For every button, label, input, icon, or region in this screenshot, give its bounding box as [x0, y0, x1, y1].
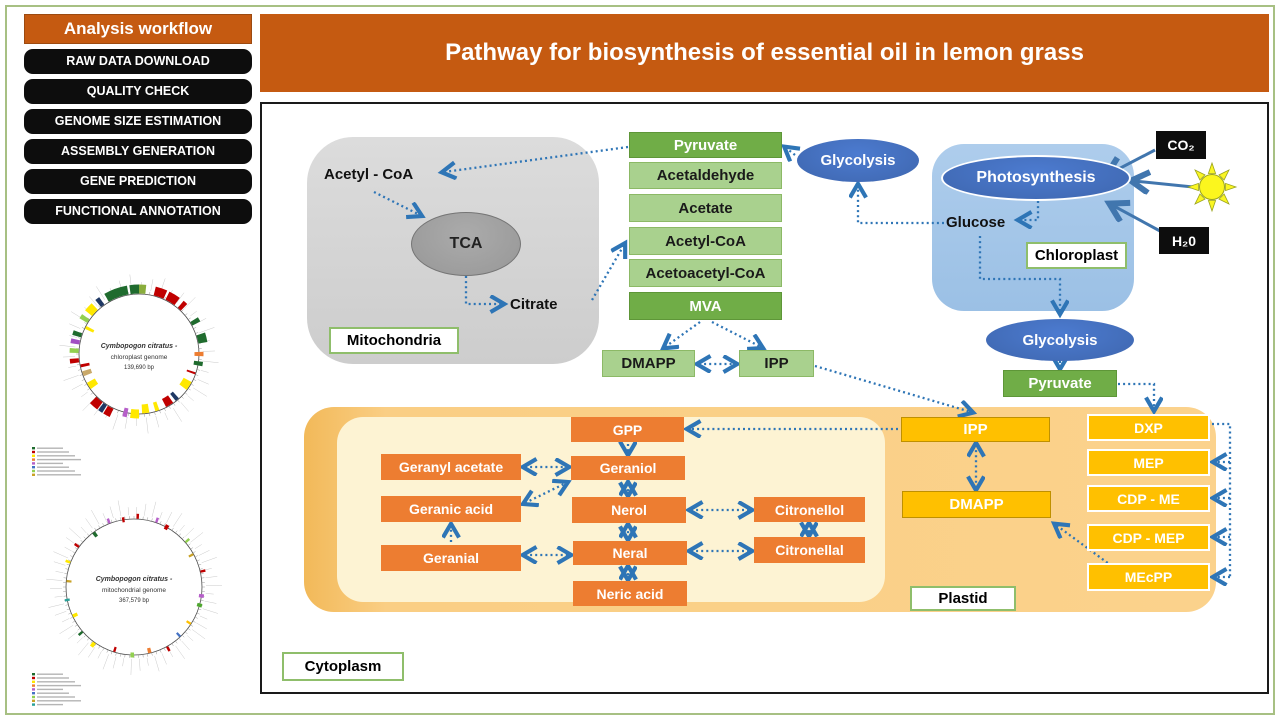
sidebar-title: Analysis workflow — [24, 14, 252, 44]
ipp-cytosol-box: IPP — [739, 350, 814, 377]
sidebar-step-functional-annotation[interactable]: FUNCTIONAL ANNOTATION — [24, 199, 252, 224]
arrow-ipp-cytosol-to-ipp-plastid — [814, 364, 971, 412]
genome-center-text: mitochondrial genome — [102, 587, 166, 594]
acetyl-coa-label: Acetyl - CoA — [324, 166, 414, 183]
tca-ellipse: TCA — [411, 212, 521, 276]
dmapp-plastid-box: DMAPP — [902, 491, 1051, 518]
cytoplasm-label: Cytoplasm — [282, 652, 404, 681]
acetate-box: Acetate — [629, 194, 782, 222]
sun-icon — [1186, 161, 1238, 213]
arrow-sun-to-photosynthesis — [1134, 181, 1194, 187]
geraniol-box: Geraniol — [571, 456, 685, 480]
geranyl-acetate-box: Geranyl acetate — [381, 454, 521, 480]
genome-center-text: Cymbopogon citratus - — [101, 343, 178, 350]
sidebar-step-quality-check[interactable]: QUALITY CHECK — [24, 79, 252, 104]
mitochondria-label: Mitochondria — [329, 327, 459, 354]
glucose-label: Glucose — [946, 214, 1006, 231]
sidebar-step-genome-size-estimation[interactable]: GENOME SIZE ESTIMATION — [24, 109, 252, 134]
chloroplast-label: Chloroplast — [1026, 242, 1127, 269]
acetyl-coa-box: Acetyl-CoA — [629, 227, 782, 255]
neric-acid-box: Neric acid — [573, 581, 687, 606]
glycolysis-top-ellipse: Glycolysis — [797, 139, 919, 182]
sidebar-step-gene-prediction[interactable]: GENE PREDICTION — [24, 169, 252, 194]
arrow-glycolysis-to-pyruvate — [786, 148, 795, 155]
nerol-box: Nerol — [572, 497, 686, 523]
pyruvate-box: Pyruvate — [629, 132, 782, 158]
geranic-acid-box: Geranic acid — [381, 496, 521, 522]
arrow-mva-to-ipp — [711, 320, 761, 347]
citrate-label: Citrate — [510, 296, 558, 313]
genome-center-text: 367,579 bp — [119, 598, 150, 604]
genome-center-text: Cymbopogon citratus - — [96, 576, 173, 583]
photosynthesis-ellipse: Photosynthesis — [941, 155, 1131, 201]
pyruvate-right-box: Pyruvate — [1003, 370, 1117, 397]
page-title: Pathway for biosynthesis of essential oi… — [260, 14, 1269, 92]
neral-box: Neral — [573, 541, 687, 565]
mitochondrial-genome-map: Cymbopogon citratus - mitochondrial genom… — [32, 500, 222, 706]
genome-center-text: 139,690 bp — [124, 365, 155, 371]
mep-box: MEP — [1087, 449, 1210, 476]
plastid-label: Plastid — [910, 586, 1016, 611]
citronellal-box: Citronellal — [754, 537, 865, 563]
cdp-me-box: CDP - ME — [1087, 485, 1210, 512]
glycolysis-right-ellipse: Glycolysis — [986, 319, 1134, 361]
sidebar-step-raw-data-download[interactable]: RAW DATA DOWNLOAD — [24, 49, 252, 74]
mecpp-box: MEcPP — [1087, 563, 1210, 591]
chloroplast-genome-map: Cymbopogon citratus - chloroplast genome 1… — [32, 274, 219, 476]
analysis-workflow-sidebar: Analysis workflow RAW DATA DOWNLOAD QUAL… — [24, 14, 252, 706]
arrow-pyruvate-to-dxp — [1118, 382, 1154, 409]
ipp-plastid-box: IPP — [901, 417, 1050, 442]
co2-box: CO₂ — [1156, 131, 1206, 159]
mva-box: MVA — [629, 292, 782, 320]
pathway-diagram-panel: Acetyl - CoA TCA Citrate Mitochondria Py… — [260, 102, 1269, 694]
citronellol-box: Citronellol — [754, 497, 865, 522]
cdp-mep-box: CDP - MEP — [1087, 524, 1210, 551]
geranial-box: Geranial — [381, 545, 521, 571]
acetoacetyl-coa-box: Acetoacetyl-CoA — [629, 259, 782, 287]
slide-frame: Analysis workflow RAW DATA DOWNLOAD QUAL… — [5, 5, 1275, 715]
arrow-mva-to-dmapp — [665, 321, 701, 347]
gpp-box: GPP — [571, 417, 684, 442]
acetaldehyde-box: Acetaldehyde — [629, 162, 782, 189]
h2o-box: H₂0 — [1159, 227, 1209, 254]
sidebar-step-assembly-generation[interactable]: ASSEMBLY GENERATION — [24, 139, 252, 164]
dxp-box: DXP — [1087, 414, 1210, 441]
dmapp-cytosol-box: DMAPP — [602, 350, 695, 377]
genome-center-text: chloroplast genome — [111, 354, 168, 361]
